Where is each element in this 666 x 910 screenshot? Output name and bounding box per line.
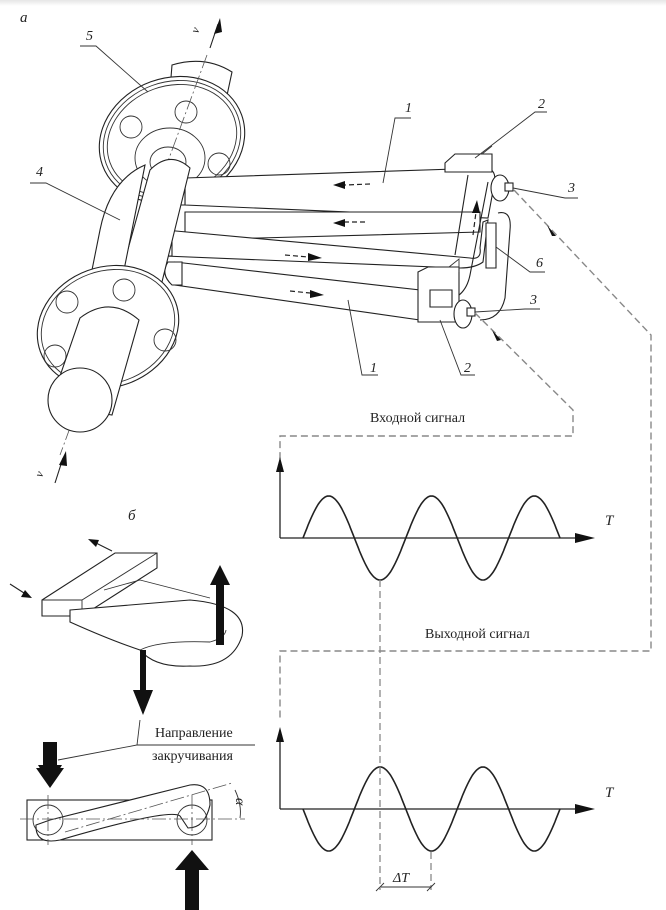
twist-angle-label: α — [232, 798, 247, 806]
input-time-axis-label: T — [605, 513, 615, 529]
axis-v-top-label: v — [188, 25, 203, 35]
input-signal-chart — [276, 457, 595, 581]
input-y-axis-arrowhead — [276, 457, 284, 472]
output-signal-wire — [279, 189, 652, 720]
leader-2-lower — [439, 319, 475, 376]
output-x-axis-arrowhead — [575, 804, 595, 814]
bolt-hole — [119, 115, 143, 139]
bolt-hole — [55, 290, 79, 314]
upper-bracket — [444, 153, 493, 173]
inlet-pipe-end — [47, 367, 113, 433]
leader-2-upper — [474, 111, 547, 159]
leader-4 — [30, 182, 121, 221]
lower-sensor — [453, 299, 476, 329]
leader-3-upper — [512, 187, 578, 199]
lower-flange — [36, 264, 180, 433]
lower-bracket — [417, 258, 460, 323]
input-signal-label: Входной сигнал — [370, 411, 465, 426]
bolt-hole — [153, 328, 177, 352]
driver-coil — [485, 222, 497, 269]
flow-direction-arrows — [284, 181, 480, 298]
leader-1-lower — [347, 299, 378, 376]
callout-6: 6 — [536, 256, 543, 271]
u-tube-twist-view — [9, 539, 244, 715]
leader-1-upper — [382, 117, 411, 184]
phase-shift-dimension — [375, 580, 436, 892]
callout-4: 4 — [36, 165, 43, 180]
axis-v-bottom-label: v — [32, 469, 47, 479]
output-signal-label: Выходной сигнал — [425, 627, 530, 642]
callout-2-upper: 2 — [538, 97, 545, 112]
panel-b-label: б — [128, 508, 136, 524]
top-edge-shadow — [0, 0, 666, 6]
bolt-hole — [43, 344, 67, 368]
measuring-tubes — [146, 167, 496, 321]
twist-direction-label-line1: Направление — [155, 726, 233, 741]
leader-6 — [495, 246, 545, 273]
twist-direction-label-line2: закручивания — [152, 749, 234, 764]
axis-v-top-arrow — [209, 18, 222, 49]
input-x-axis-arrowhead — [575, 533, 595, 543]
callout-2-lower: 2 — [464, 361, 471, 376]
output-y-axis-arrowhead — [276, 727, 284, 742]
callout-1-lower: 1 — [370, 361, 377, 376]
signal-wires — [279, 189, 652, 720]
panel-a-label: а — [20, 10, 28, 26]
bolt-hole — [207, 152, 231, 176]
callout-3-upper: 3 — [567, 181, 575, 196]
bolt-hole — [112, 278, 136, 302]
output-time-axis-label: T — [605, 785, 615, 801]
leader-5 — [80, 45, 149, 93]
phase-shift-label: ΔT — [392, 871, 410, 886]
twist-label-leaders — [57, 719, 255, 761]
input-signal-wire — [279, 312, 574, 460]
leader-3-lower — [474, 308, 540, 313]
axis-v-bottom-arrow — [54, 451, 67, 484]
callout-1-upper: 1 — [405, 101, 412, 116]
output-waveform — [302, 766, 561, 852]
bolt-hole — [174, 100, 198, 124]
output-signal-chart — [276, 727, 595, 852]
callout-3-lower: 3 — [529, 293, 537, 308]
u-tube-top-view — [20, 742, 245, 910]
upper-sensor — [490, 174, 514, 202]
callout-5: 5 — [86, 29, 93, 44]
input-waveform — [302, 495, 561, 581]
